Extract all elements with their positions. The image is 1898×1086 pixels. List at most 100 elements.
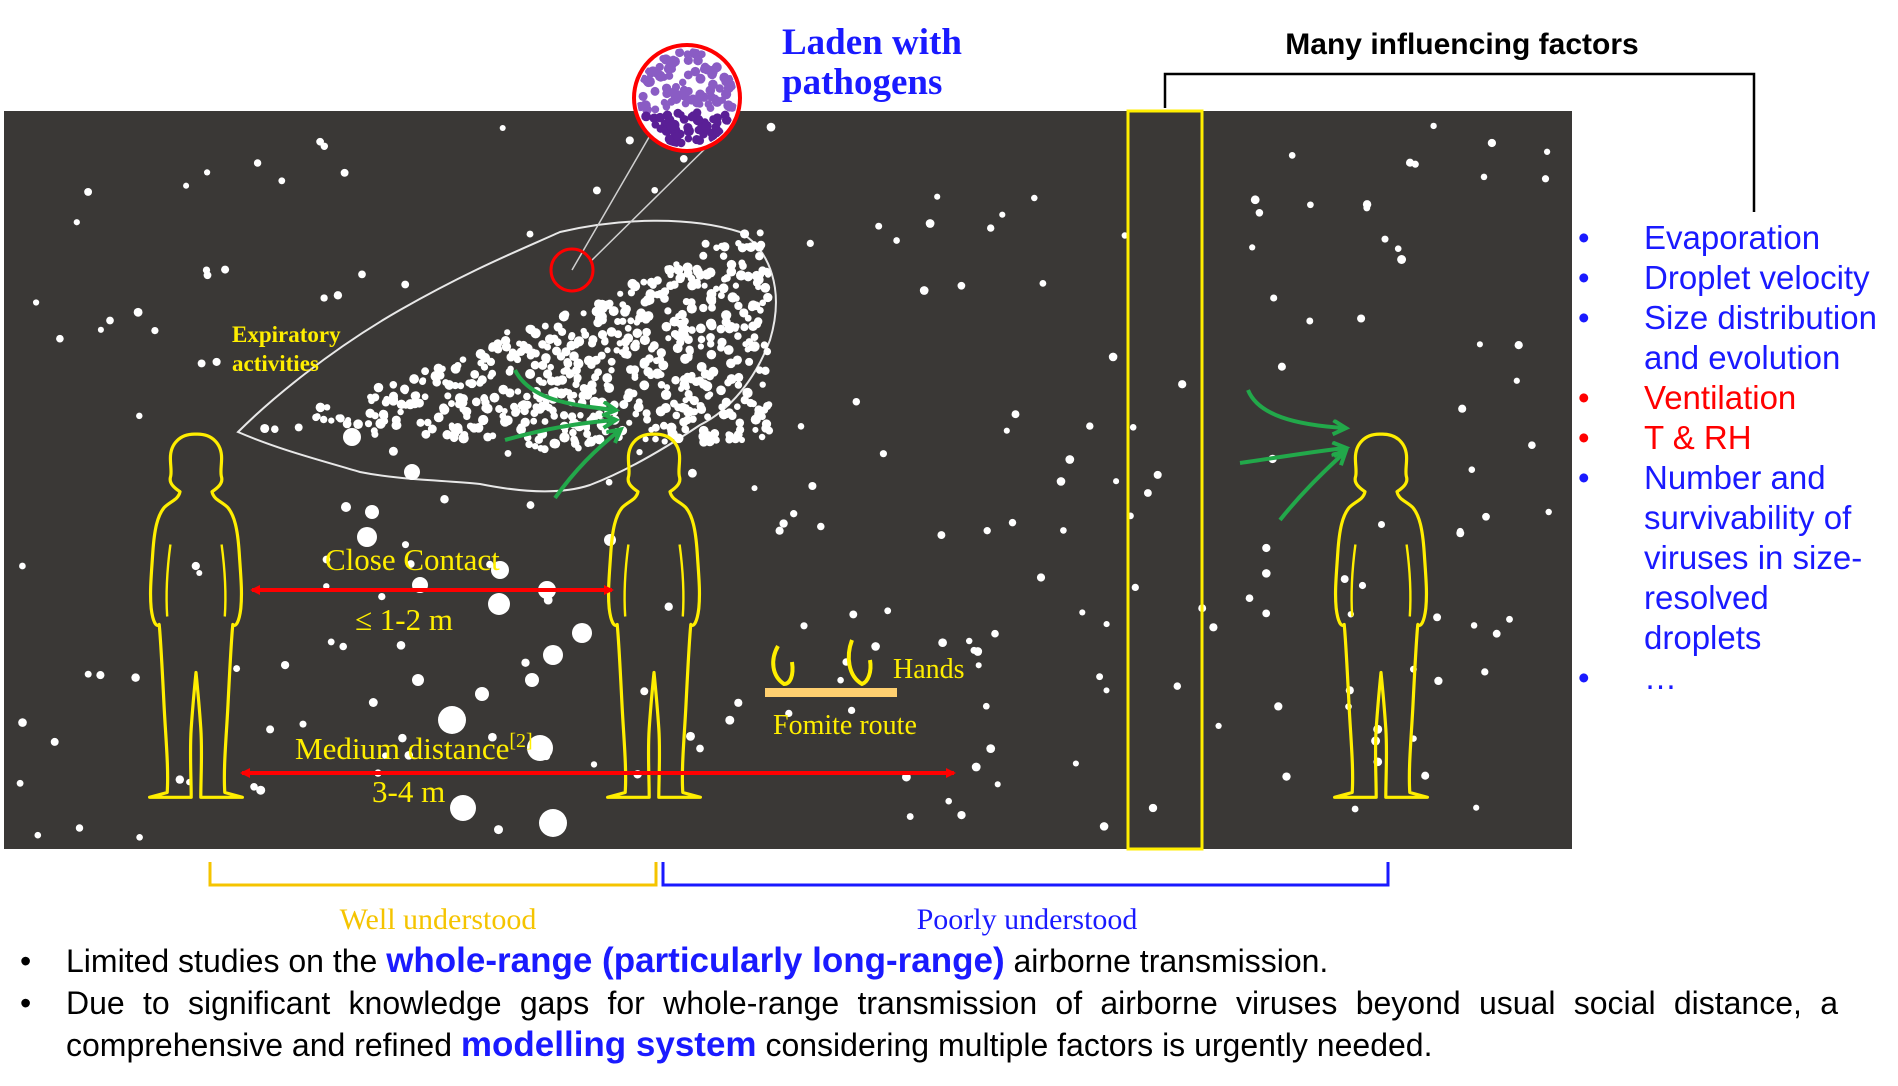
droplet <box>1036 573 1046 582</box>
droplet <box>1473 804 1480 811</box>
droplet <box>693 278 701 286</box>
droplet <box>488 344 496 352</box>
droplet <box>631 374 639 381</box>
pathogen-dot <box>701 120 712 132</box>
large-droplet <box>527 735 553 761</box>
droplet <box>460 430 469 439</box>
droplet <box>733 403 741 411</box>
droplet <box>676 272 686 281</box>
pathogen-dot <box>666 121 676 132</box>
droplet <box>705 318 717 329</box>
factor-item: •Number and survivability of viruses in … <box>1572 458 1892 658</box>
large-droplet <box>572 623 592 643</box>
droplet <box>414 398 424 408</box>
large-droplet <box>412 674 424 686</box>
droplet <box>202 266 211 274</box>
droplet <box>740 229 750 239</box>
droplet <box>671 375 680 385</box>
droplet <box>608 367 615 374</box>
pathogen-dot <box>655 62 664 72</box>
droplet <box>957 810 966 820</box>
inhale-arrow <box>1278 452 1345 522</box>
droplet <box>516 424 527 435</box>
note2-highlight: modelling system <box>460 1025 757 1064</box>
droplet <box>597 303 608 314</box>
pathogen-dot <box>678 78 687 87</box>
droplet <box>380 412 389 420</box>
droplet <box>543 369 553 379</box>
droplet <box>541 322 549 330</box>
droplet <box>1405 158 1415 167</box>
droplet <box>570 439 580 448</box>
droplet <box>221 265 230 274</box>
conclusion-notes: •Limited studies on the whole-range (par… <box>18 940 1838 1066</box>
droplet <box>73 219 80 226</box>
droplet <box>499 124 506 132</box>
droplet <box>745 357 754 366</box>
droplet <box>1528 441 1536 450</box>
droplet <box>724 346 732 355</box>
droplet <box>544 334 555 345</box>
pathogen-dot <box>643 75 654 87</box>
droplet <box>233 665 241 673</box>
droplet <box>1306 317 1314 325</box>
droplet <box>133 307 143 317</box>
droplet <box>726 259 737 270</box>
droplet <box>501 407 508 415</box>
droplet <box>938 638 947 648</box>
droplet <box>695 323 706 334</box>
droplet <box>1363 204 1371 212</box>
droplet <box>790 510 798 518</box>
droplet <box>396 640 406 650</box>
droplet <box>448 400 455 408</box>
droplet <box>378 592 386 601</box>
droplet <box>734 381 743 389</box>
bullet-icon: • <box>1578 419 1590 456</box>
droplet <box>726 266 737 277</box>
droplet <box>323 404 331 411</box>
droplet <box>294 423 303 432</box>
droplet <box>707 340 715 348</box>
droplet <box>96 671 105 680</box>
factor-text: Number and survivability of viruses in s… <box>1644 459 1863 656</box>
droplet <box>725 435 734 444</box>
droplet <box>1113 478 1120 485</box>
droplet <box>561 347 571 357</box>
droplet <box>1072 760 1079 767</box>
factor-item: •Droplet velocity <box>1572 258 1892 298</box>
pathogen-dot <box>651 105 660 114</box>
factor-text: T & RH <box>1644 419 1752 456</box>
droplet <box>648 426 655 433</box>
droplet <box>983 527 991 535</box>
droplet <box>652 435 659 443</box>
droplet <box>371 430 379 438</box>
droplet <box>457 382 465 390</box>
droplet <box>696 361 707 372</box>
droplet <box>1031 194 1038 202</box>
droplet <box>505 368 514 376</box>
droplet <box>525 440 533 449</box>
droplet <box>1086 422 1094 430</box>
droplet <box>695 270 705 280</box>
droplet <box>250 783 258 791</box>
pathogen-dot <box>713 118 722 127</box>
droplet <box>704 413 712 421</box>
droplet <box>444 392 452 400</box>
droplet <box>442 430 452 440</box>
droplet <box>604 383 615 393</box>
airborne-droplets <box>16 122 1552 841</box>
droplet <box>256 785 266 795</box>
droplet <box>197 359 206 368</box>
droplet <box>1262 609 1271 618</box>
droplet <box>558 311 569 322</box>
droplet <box>696 744 704 753</box>
droplet <box>553 322 563 332</box>
large-droplet <box>450 795 476 821</box>
inhale-arrow <box>513 369 615 410</box>
droplet <box>1060 527 1067 534</box>
pathogen-dot <box>715 84 724 93</box>
droplet <box>577 412 584 419</box>
droplet <box>817 522 825 531</box>
pathogen-dot <box>718 96 726 104</box>
droplet <box>986 744 996 753</box>
